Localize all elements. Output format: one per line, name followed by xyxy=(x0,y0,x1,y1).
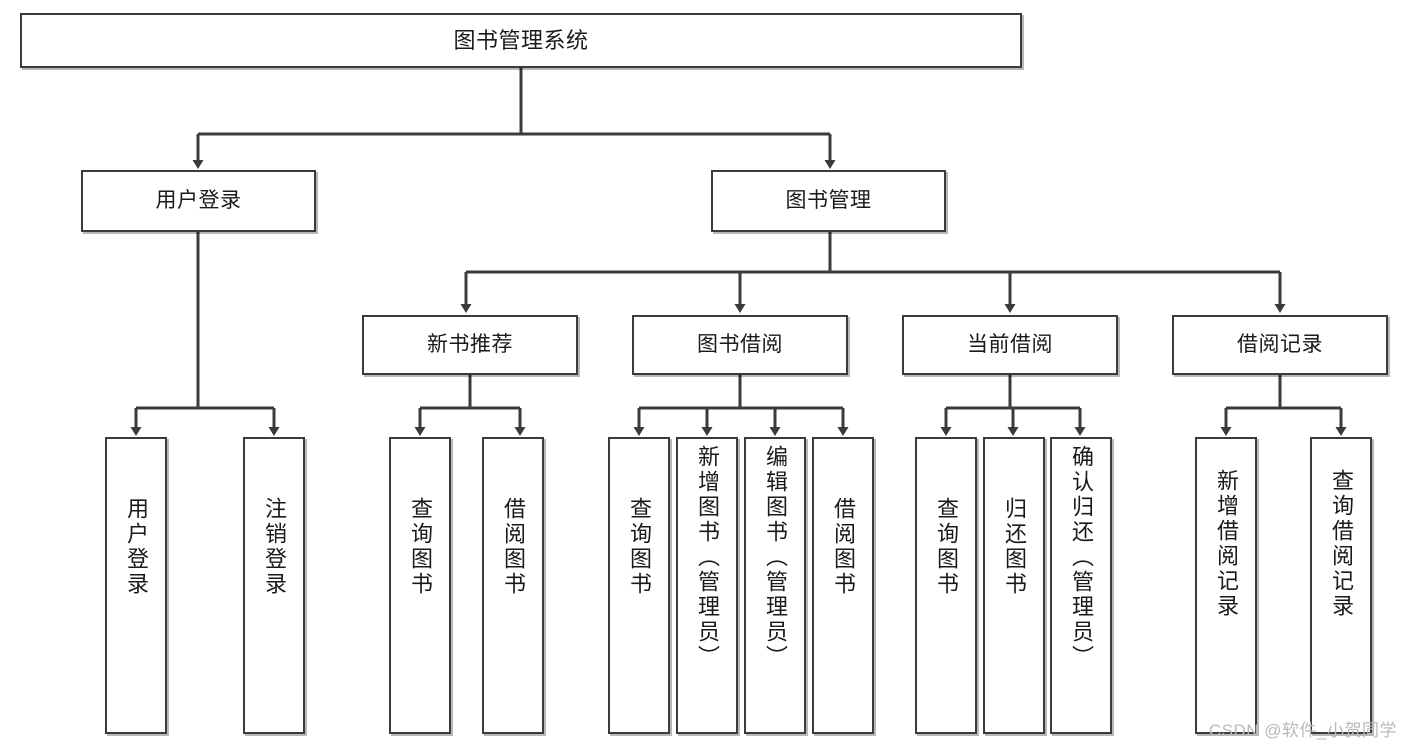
node-leaf-query-book-3[interactable]: 查询图书 xyxy=(915,437,977,734)
node-current-borrow-label: 当前借阅 xyxy=(967,332,1053,356)
node-borrow-record-label: 借阅记录 xyxy=(1237,332,1323,356)
node-leaf-borrow-book-2[interactable]: 借阅图书 xyxy=(812,437,874,734)
node-leaf-edit-book[interactable]: 编辑图书（管理员） xyxy=(744,437,806,734)
node-leaf-add-record[interactable]: 新增借阅记录 xyxy=(1195,437,1257,734)
node-borrow-record[interactable]: 借阅记录 xyxy=(1172,315,1388,375)
node-book-manage[interactable]: 图书管理 xyxy=(711,170,946,232)
node-leaf-confirm-return-label: 确认归还（管理员） xyxy=(1069,445,1094,670)
node-root[interactable]: 图书管理系统 xyxy=(20,13,1022,68)
node-leaf-borrow-book-2-label: 借阅图书 xyxy=(831,497,856,597)
node-leaf-query-record-label: 查询借阅记录 xyxy=(1329,469,1354,619)
node-leaf-return-book[interactable]: 归还图书 xyxy=(983,437,1045,734)
node-user-login[interactable]: 用户登录 xyxy=(81,170,316,232)
node-leaf-user-login[interactable]: 用户登录 xyxy=(105,437,167,734)
node-leaf-logout[interactable]: 注销登录 xyxy=(243,437,305,734)
node-leaf-query-book-2[interactable]: 查询图书 xyxy=(608,437,670,734)
node-leaf-query-book-1[interactable]: 查询图书 xyxy=(389,437,451,734)
node-leaf-logout-label: 注销登录 xyxy=(262,497,287,597)
node-leaf-return-book-label: 归还图书 xyxy=(1002,497,1027,597)
node-book-borrow[interactable]: 图书借阅 xyxy=(632,315,848,375)
node-leaf-add-record-label: 新增借阅记录 xyxy=(1214,469,1239,619)
node-leaf-borrow-book-1-label: 借阅图书 xyxy=(501,497,526,597)
node-new-book-recommend-label: 新书推荐 xyxy=(427,332,513,356)
node-leaf-query-book-1-label: 查询图书 xyxy=(408,497,433,597)
node-user-login-label: 用户登录 xyxy=(155,188,242,212)
node-leaf-edit-book-label: 编辑图书（管理员） xyxy=(763,445,788,670)
node-leaf-user-login-label: 用户登录 xyxy=(124,497,149,597)
node-book-borrow-label: 图书借阅 xyxy=(697,332,783,356)
node-root-label: 图书管理系统 xyxy=(453,27,589,53)
node-leaf-query-book-3-label: 查询图书 xyxy=(934,497,959,597)
node-new-book-recommend[interactable]: 新书推荐 xyxy=(362,315,578,375)
node-leaf-add-book[interactable]: 新增图书（管理员） xyxy=(676,437,738,734)
node-leaf-query-record[interactable]: 查询借阅记录 xyxy=(1310,437,1372,734)
node-leaf-add-book-label: 新增图书（管理员） xyxy=(695,445,720,670)
node-leaf-borrow-book-1[interactable]: 借阅图书 xyxy=(482,437,544,734)
node-leaf-query-book-2-label: 查询图书 xyxy=(627,497,652,597)
node-current-borrow[interactable]: 当前借阅 xyxy=(902,315,1118,375)
node-leaf-confirm-return[interactable]: 确认归还（管理员） xyxy=(1050,437,1112,734)
node-book-manage-label: 图书管理 xyxy=(785,188,872,212)
